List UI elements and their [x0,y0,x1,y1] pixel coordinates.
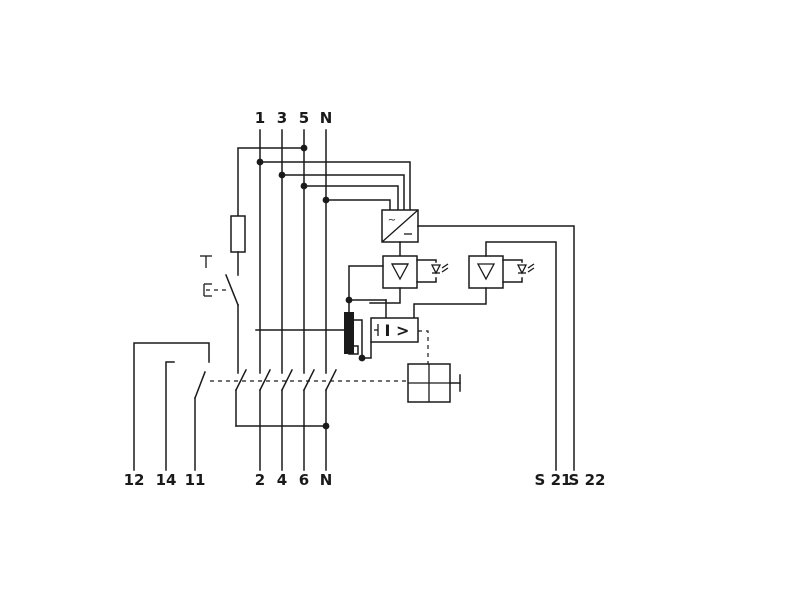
terminal-4-label: 4 [277,471,287,489]
terminal-12-label: 12 [124,471,145,489]
terminal-n-top-label: N [320,109,333,127]
terminal-11-label: 11 [185,471,206,489]
trip-symbol: I > [385,321,410,340]
main-conductors-upper [259,129,327,374]
amp2-to-trip [413,287,487,319]
led-1-icon [416,259,449,283]
ac-dc-converter: ~ [381,209,419,243]
terminal-s22-label: S 22 [569,471,606,489]
amp2-to-s21 [485,241,557,471]
terminal-6-label: 6 [299,471,309,489]
test-button-icon [200,255,230,297]
test-button-contact [225,274,239,306]
main-switch-contacts [234,368,338,392]
svg-text:~: ~ [388,215,396,226]
terminal-n-bottom-label: N [320,471,333,489]
test-resistor [230,215,246,253]
amp1-to-toroid [348,265,384,301]
amp1-to-trip [369,287,401,304]
trip-mechanism [407,363,461,403]
terminal-14-label: 14 [156,471,177,489]
terminal-5-label: 5 [299,109,309,127]
main-conductors-lower [235,389,327,471]
amplifier-2 [468,255,504,289]
auxiliary-contact [133,342,210,471]
terminal-1-label: 1 [255,109,265,127]
amplifier-1 [382,255,418,289]
terminal-3-label: 3 [277,109,287,127]
test-circuit [200,147,305,374]
junction-dots [256,144,366,430]
current-transformer [255,299,387,359]
signal-outputs [399,225,575,471]
terminal-2-label: 2 [255,471,265,489]
supply-taps [259,161,411,211]
led-2-icon [502,259,535,283]
terminal-s21-label: S 21 [535,471,572,489]
trip-relay: I > [361,317,429,364]
